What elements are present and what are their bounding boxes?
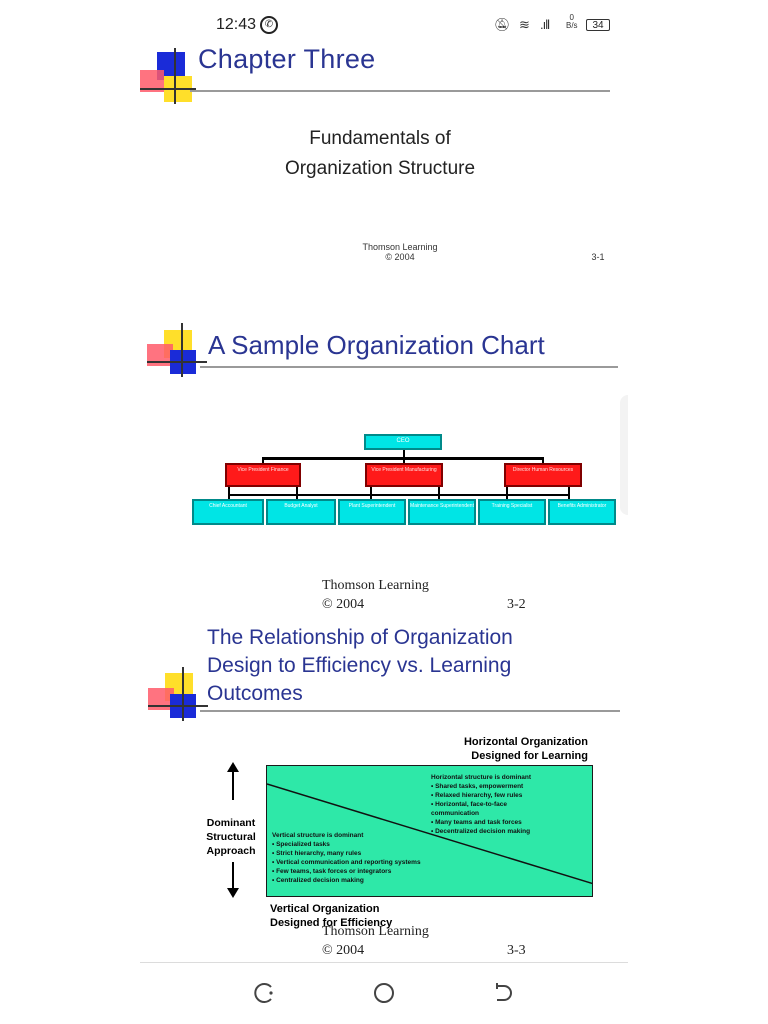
slide-3-title-line3: Outcomes	[207, 682, 303, 705]
title-underline	[200, 710, 620, 712]
net-speed: 0 B/s	[566, 14, 578, 30]
horizontal-item: • Relaxed hierarchy, few rules	[431, 792, 523, 799]
slide-1-page: 3-1	[591, 252, 605, 262]
arrow-down-shaft	[232, 862, 234, 888]
recent-apps-button[interactable]	[252, 980, 278, 1006]
status-time: 12:43	[216, 16, 257, 33]
horizontal-item: • Horizontal, face-to-face	[431, 801, 507, 808]
org-node-vp: Vice President Finance	[225, 463, 301, 487]
slide-2-footer-org: Thomson Learning	[322, 578, 429, 593]
vertical-item: • Centralized decision making	[272, 877, 364, 884]
bottom-label-line2: Designed for Efficiency	[270, 917, 393, 929]
slide-1-subtitle-line1: Fundamentals of	[309, 128, 451, 149]
vertical-item: • Few teams, task forces or integrators	[272, 868, 392, 875]
bottom-label-line1: Vertical Organization	[270, 903, 380, 915]
arrow-up-shaft	[232, 770, 234, 800]
top-label-line1: Horizontal Organization	[463, 736, 588, 748]
vertical-item: • Strict hierarchy, many rules	[272, 850, 362, 857]
structure-diagram: Horizontal structure is dominant • Share…	[266, 765, 593, 897]
mute-icon: 🔕︎	[494, 17, 511, 32]
horizontal-item: • Many teams and task forces	[431, 819, 522, 826]
vertical-item: • Specialized tasks	[272, 841, 330, 848]
slide-2-footer-year: © 2004	[322, 597, 365, 612]
title-underline	[190, 90, 610, 92]
axis-label-line3: Approach	[206, 845, 256, 857]
slide-2-page: 3-2	[507, 597, 526, 612]
slide-3-title-line1: The Relationship of Organization	[207, 626, 513, 649]
horizontal-heading: Horizontal structure is dominant	[431, 774, 532, 781]
top-label: Horizontal Organization Designed for Lea…	[440, 735, 588, 763]
axis-label-line1: Dominant	[206, 817, 256, 829]
top-label-line2: Designed for Learning	[471, 750, 588, 762]
slide-3-footer-year: © 2004	[322, 943, 365, 958]
vertical-structure-block: Vertical structure is dominant • Special…	[272, 831, 421, 885]
horizontal-item: • Decentralized decision making	[431, 828, 531, 835]
vertical-item: • Vertical communication and reporting s…	[272, 859, 421, 866]
net-speed-unit: B/s	[566, 21, 578, 30]
horizontal-item: • Shared tasks, empowerment	[431, 783, 524, 790]
battery-level: 34	[592, 20, 604, 31]
axis-label: Dominant Structural Approach	[200, 816, 262, 858]
diagonal-line	[267, 783, 592, 885]
slide-1-title: Chapter Three	[198, 44, 376, 74]
back-button[interactable]	[490, 980, 516, 1006]
arrow-down-icon	[227, 888, 239, 898]
org-node-vp: Vice President Manufacturing	[365, 463, 443, 487]
horizontal-item: communication	[431, 810, 480, 817]
bottom-label: Vertical Organization Designed for Effic…	[270, 902, 392, 930]
slide-3-footer-org: Thomson Learning	[322, 924, 429, 939]
signal-icon: .ıll	[540, 17, 550, 32]
org-node-staff: Plant Superintendent	[338, 499, 406, 525]
slide-3-page: 3-3	[507, 943, 526, 958]
axis-label-line2: Structural	[206, 831, 256, 843]
net-speed-value: 0	[569, 13, 574, 22]
vertical-heading: Vertical structure is dominant	[272, 832, 364, 839]
slide-2-title: A Sample Organization Chart	[208, 330, 545, 360]
title-underline	[200, 366, 618, 368]
org-node-staff: Maintenance Superintendent	[408, 499, 476, 525]
edge-panel-handle[interactable]	[620, 395, 628, 515]
nav-divider	[140, 962, 628, 963]
slide-3-title: The Relationship of Organization Design …	[207, 624, 627, 708]
org-node-ceo: CEO	[364, 434, 442, 450]
slide-1-footer-org: Thomson Learning	[362, 242, 438, 252]
home-button[interactable]	[371, 980, 397, 1006]
arrow-up-icon	[227, 762, 239, 772]
wifi-icon: ≋	[519, 17, 530, 32]
slide-1-subtitle-line2: Organization Structure	[284, 158, 476, 179]
horizontal-structure-block: Horizontal structure is dominant • Share…	[431, 773, 531, 836]
org-node-staff: Chief Accountant	[192, 499, 264, 525]
org-node-staff: Budget Analyst	[266, 499, 336, 525]
whatsapp-icon: ✆	[260, 16, 278, 34]
org-node-vp: Director Human Resources	[504, 463, 582, 487]
org-node-staff: Training Specialist	[478, 499, 546, 525]
org-node-staff: Benefits Administrator	[548, 499, 616, 525]
battery-icon: 34	[586, 19, 610, 31]
slide-3-title-line2: Design to Efficiency vs. Learning	[207, 654, 512, 677]
slide-1-footer-year: © 2004	[385, 252, 415, 262]
